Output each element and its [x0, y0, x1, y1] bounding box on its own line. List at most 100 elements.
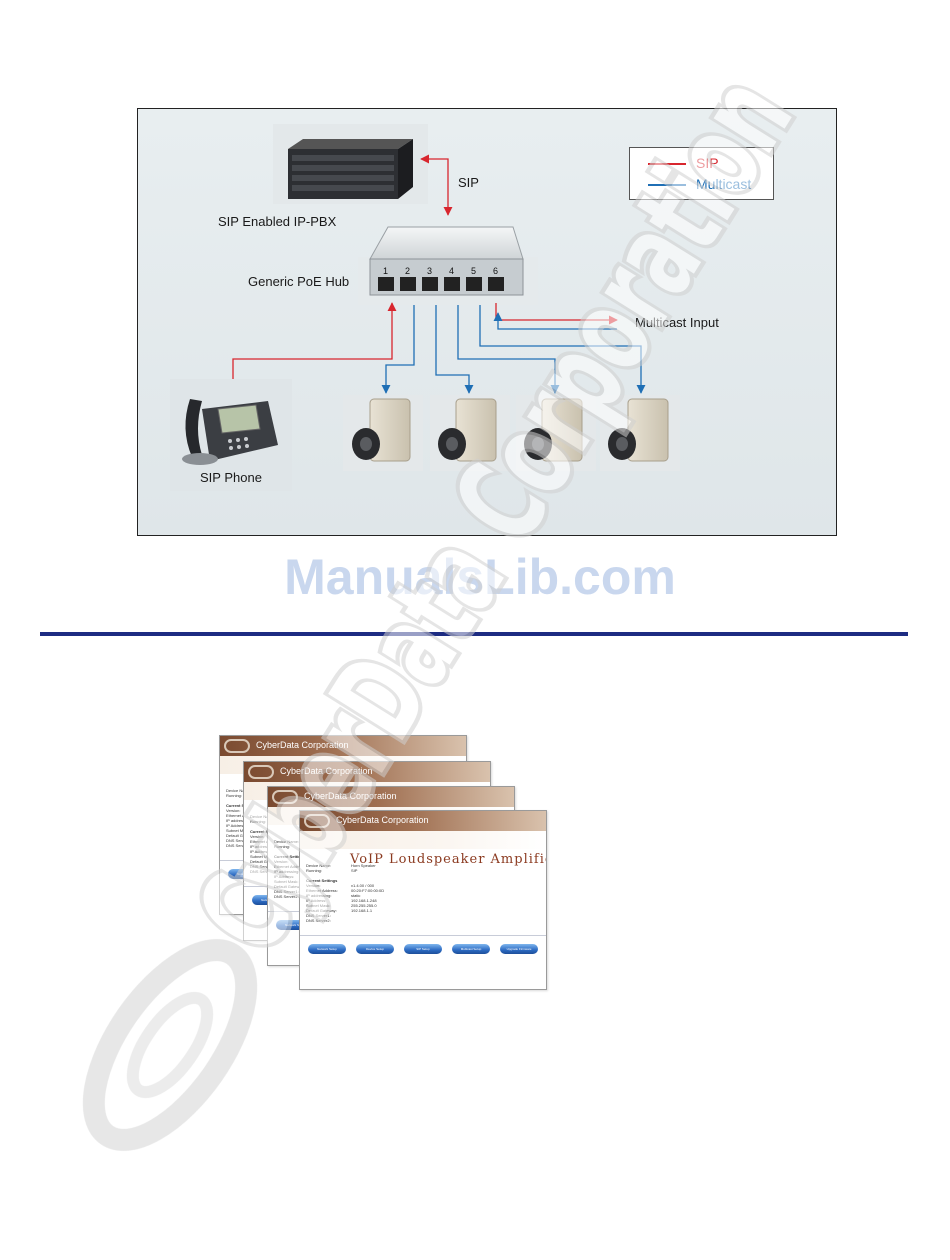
multicast-link-2: [435, 305, 474, 394]
settings-row: DNS Server2:: [306, 918, 384, 923]
settings-row: IP Address: 192.168.1.248: [306, 898, 384, 903]
settings-row-key: Ethernet Address:: [306, 888, 338, 893]
settings-row-key: Subnet Mask:: [226, 828, 251, 833]
settings-row: DNS Server1:: [250, 864, 328, 869]
button-bar: Network Setup Device Setup SIP Setup Multic…: [300, 935, 546, 964]
settings-row: Version:v1.4.00 / 000: [306, 883, 384, 888]
pbx-label: SIP Enabled IP-PBX: [218, 214, 337, 229]
device-row-key: Device Name:: [306, 863, 332, 868]
settings-row-key: Ethernet Address:: [226, 813, 258, 818]
multicast-link-1: [381, 305, 415, 394]
settings-row: IP addressing:static: [306, 893, 384, 898]
settings-row-key: IP addressing:: [226, 818, 252, 823]
section-divider: [40, 632, 908, 636]
settings-row-value: 192.168.1.1: [351, 908, 373, 913]
settings-row: Ethernet Address:00:20:F7:00:00:0D: [306, 888, 384, 893]
settings-row-key: Ethernet Address:: [250, 839, 282, 844]
legend-label-sip: SIP: [696, 155, 719, 171]
port-number-6: 6: [493, 266, 498, 276]
title-band: VoIP Loudspeaker Amplifier: [300, 831, 546, 867]
company-name: CyberData Corporation: [336, 815, 429, 825]
hub-port-numbers: 1 2 3 4 5 6: [383, 266, 498, 276]
settings-row-key: DNS Server2:: [306, 918, 331, 923]
company-name: CyberData Corporation: [304, 791, 397, 801]
device-row-key: Device Name:: [226, 788, 252, 793]
settings-row-key: Subnet Mask:: [274, 879, 299, 884]
settings-row-key: Default Gateway:: [274, 884, 305, 889]
settings-row-key: DNS Server2:: [226, 843, 251, 848]
horn-speaker-amplifier-icon: [343, 395, 423, 471]
multicast-link-3: [457, 305, 560, 394]
company-name: CyberData Corporation: [280, 766, 373, 776]
settings-header: Current Settings: [226, 803, 258, 808]
multicast-link-4: [479, 305, 646, 394]
settings-row-value: 192.168.1.248: [351, 898, 377, 903]
settings-row-key: DNS Server1:: [250, 864, 275, 869]
nav-button-2[interactable]: Device Setup: [356, 944, 394, 954]
settings-row-key: Ethernet Address:: [274, 864, 306, 869]
settings-row: DNS Server1:: [226, 838, 304, 843]
settings-row-key: DNS Server2:: [274, 894, 299, 899]
device-row-key: Running:: [306, 868, 323, 873]
settings-header: Current Settings: [274, 854, 306, 859]
settings-row-key: IP Address:: [250, 849, 271, 854]
settings-row-key: Version:: [226, 808, 241, 813]
settings-row-key: Default Gateway:: [306, 908, 337, 913]
settings-row-key: DNS Server1:: [226, 838, 251, 843]
settings-row-key: IP addressing:: [274, 869, 300, 874]
settings-row: Subnet Mask: 255.255.255.0: [306, 903, 384, 908]
nav-button-4[interactable]: Multicast Setup: [452, 944, 490, 954]
multicast-input-label: Multicast Input: [635, 315, 719, 330]
window-header: CyberData Corporation: [244, 762, 490, 782]
device-row: Running: SIP: [306, 868, 384, 873]
settings-row-key: Version:: [250, 834, 265, 839]
ip-phone-icon: [170, 379, 292, 491]
device-row-value: Horn Speaker: [351, 863, 376, 868]
nav-button-3[interactable]: SIP Setup: [404, 944, 442, 954]
settings-row-value: static: [351, 893, 361, 898]
product-title: VoIP Loudspeaker Amplifier: [350, 852, 547, 867]
settings-header: Current Settings: [306, 878, 338, 883]
port-number-4: 4: [449, 266, 454, 276]
company-name: CyberData Corporation: [256, 740, 349, 750]
settings-row: Default Gateway: 192.168.1.1: [306, 908, 384, 913]
server-icon: [273, 124, 428, 204]
legend-label-multicast: Multicast: [696, 176, 752, 192]
settings-row: DNS Server2:: [250, 869, 328, 874]
device-row-key: Running:: [250, 819, 267, 824]
settings-row-key: IP addressing:: [250, 844, 276, 849]
nav-button-1[interactable]: Network Setup: [308, 944, 346, 954]
window-header: CyberData Corporation: [220, 736, 466, 756]
device-row-value: SIP: [351, 868, 358, 873]
nav-button-1[interactable]: Network Setup: [276, 920, 314, 930]
window-header: CyberData Corporation: [268, 787, 514, 807]
sip-link-phone: [232, 302, 397, 389]
device-row-key: Device Name:: [250, 814, 276, 819]
settings-row-key: DNS Server2:: [250, 869, 275, 874]
cyberdata-logo-icon: [82, 939, 258, 1151]
settings-row: DNS Server2:: [226, 843, 304, 848]
legend-swatch-sip: [648, 163, 686, 165]
settings-row-key: DNS Server1:: [274, 889, 299, 894]
horn-speaker-amplifier-icon: [600, 395, 680, 471]
device-row: Device Name: Horn Speaker: [306, 863, 384, 868]
settings-row-key: Subnet Mask:: [306, 903, 331, 908]
legend: SIP Multicast: [629, 147, 774, 200]
sip-link-label: SIP: [458, 175, 479, 190]
nav-button-5[interactable]: Upgrade Firmware: [500, 944, 538, 954]
settings-row-key: IP Address:: [306, 898, 327, 903]
settings-row: DNS Server1:: [306, 913, 384, 918]
cyberdata-logo-icon: [272, 790, 298, 804]
multicast-input-link: [495, 303, 618, 325]
cyberdata-logo-icon: [248, 765, 274, 779]
settings-row-key: Default Gateway:: [226, 833, 257, 838]
port-number-2: 2: [405, 266, 410, 276]
manualslib-watermark: ManualsLib.com: [284, 549, 676, 605]
settings-row-value: 255.255.255.0: [351, 903, 377, 908]
legend-swatch-multicast: [648, 184, 686, 186]
sip-phone-label: SIP Phone: [200, 470, 262, 485]
cyberdata-logo-icon: [224, 739, 250, 753]
device-row-key: Running:: [274, 844, 291, 849]
settings-row: DNS Server1:: [274, 889, 352, 894]
